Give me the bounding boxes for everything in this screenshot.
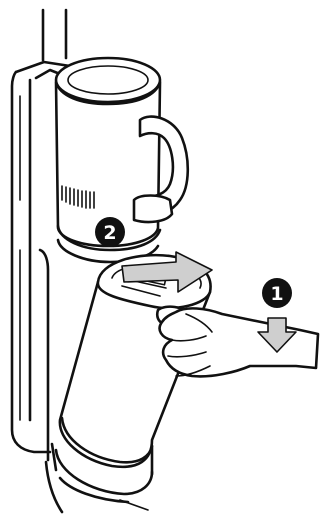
step-1-number: 1 bbox=[270, 283, 283, 305]
step-2-number: 2 bbox=[103, 222, 116, 244]
step-1-badge: 1 bbox=[262, 278, 292, 308]
step-2-badge: 2 bbox=[95, 217, 125, 247]
hand bbox=[160, 308, 318, 376]
floor-head bbox=[46, 462, 148, 512]
handle-pole bbox=[43, 10, 66, 60]
